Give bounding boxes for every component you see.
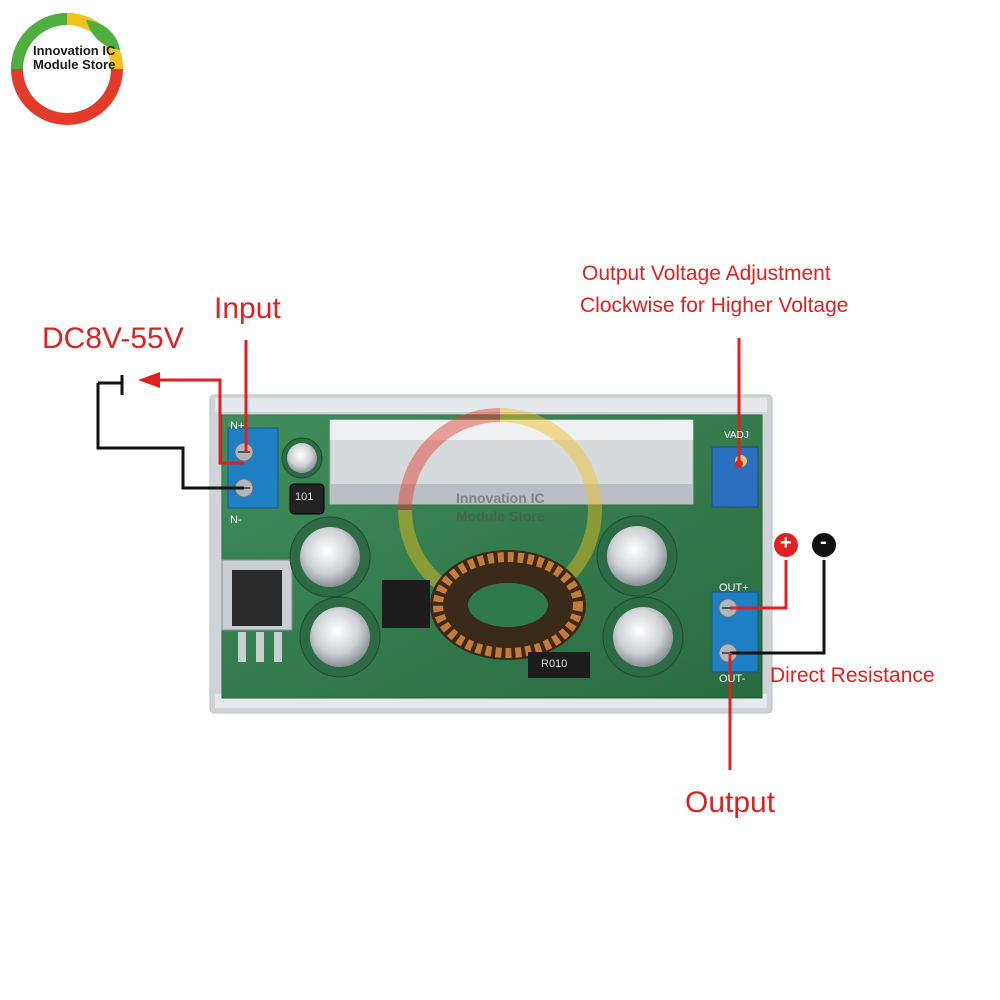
terminal-in-pos-label: N+ xyxy=(230,420,245,432)
pot-label: VADJ xyxy=(724,430,749,441)
store-logo xyxy=(8,10,126,128)
output-wiring xyxy=(728,560,826,770)
logo-icon xyxy=(11,13,123,125)
output-label: Output xyxy=(685,786,776,819)
capacitor-right-top xyxy=(596,515,678,597)
potentiometer xyxy=(711,446,759,508)
input-label: Input xyxy=(214,292,281,325)
inductor-101 xyxy=(289,483,325,515)
plus-marker xyxy=(774,533,798,557)
terminal-in-neg-label: N- xyxy=(230,514,242,526)
input-terminal-block xyxy=(227,427,279,509)
heatsink-bar xyxy=(329,419,694,505)
input-wiring xyxy=(96,372,244,490)
adjust-label-line-1: Output Voltage Adjustment xyxy=(582,262,831,285)
direct-resistance-label: Direct Resistance xyxy=(770,664,935,687)
terminal-out-neg-label: OUT- xyxy=(719,673,746,685)
capacitor-left-bottom xyxy=(299,596,381,678)
control-ic xyxy=(382,580,430,628)
minus-marker xyxy=(812,533,836,557)
terminal-out-pos-label: OUT+ xyxy=(719,582,749,594)
logo-text: Innovation IC Module Store xyxy=(33,44,115,72)
logo-line-1: Innovation IC xyxy=(33,43,116,58)
plus-sign: + xyxy=(780,532,792,554)
current-sense-resistor xyxy=(528,652,590,678)
resistor-marking: R010 xyxy=(541,658,568,670)
output-terminal-block xyxy=(711,591,759,673)
power-transistor xyxy=(221,559,293,662)
watermark-line-2: Module Store xyxy=(456,508,545,524)
adjust-label-line-2: Clockwise for Higher Voltage xyxy=(580,294,849,317)
inductor-marking: 101 xyxy=(295,491,314,503)
logo-line-2: Module Store xyxy=(33,57,116,72)
small-capacitor xyxy=(281,437,323,479)
minus-sign: - xyxy=(820,531,827,553)
capacitor-right-bottom xyxy=(602,596,684,678)
toroid-inductor xyxy=(430,550,586,660)
watermark-line-1: Innovation IC xyxy=(456,490,545,506)
voltage-range-label: DC8V-55V xyxy=(42,322,184,355)
capacitor-left-top xyxy=(289,516,371,598)
